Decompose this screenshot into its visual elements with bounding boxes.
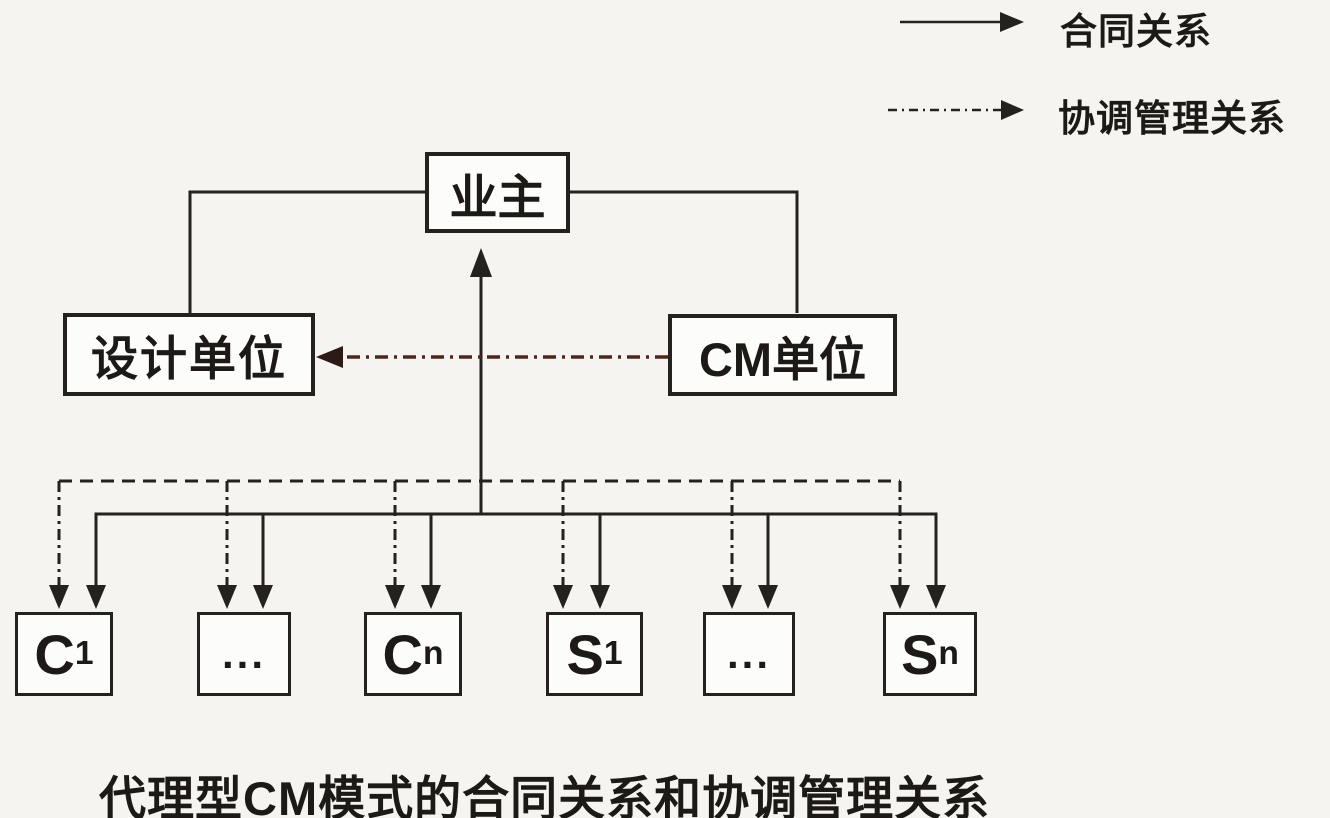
right-arrowhead-icon [1001,100,1024,120]
node-cn-subscript: n [422,635,444,672]
owner-design-contract-line [188,190,425,313]
down-arrowhead-icon [722,585,742,609]
down-arrowhead-icon [553,585,573,609]
node-s1-label: S [566,622,604,686]
down-arrowhead-icon [86,585,106,609]
down-arrowhead-icon [253,585,273,609]
right-arrowhead-icon [1000,12,1024,32]
down-arrowhead-icon [217,585,237,609]
owner-design-contract-path [188,190,425,313]
left-arrowhead-icon [316,346,343,368]
down-arrowhead-icon [926,585,946,609]
down-arrowhead-icon [421,585,441,609]
legend-contract-arrow [900,12,1024,32]
contractors-owner-contract-arrow [470,248,492,514]
owner-cm-contract-path [570,190,799,313]
node-owner: 业主 [425,152,570,233]
ellipsis-label: ... [221,630,266,677]
node-ellipsis-contractors: ... [197,612,291,696]
node-ellipsis-suppliers: ... [703,612,795,696]
down-arrowhead-icon [590,585,610,609]
legend-contract-label: 合同关系 [1060,11,1212,52]
node-cn-label: C [382,622,423,686]
cm-design-coordination-arrow [316,346,668,368]
node-sn-subscript: n [938,635,959,672]
down-arrowhead-icon [758,585,778,609]
down-arrowhead-icon [890,585,910,609]
node-c1-label: C [34,622,75,686]
coordination-distribution-network [49,479,910,609]
ellipsis-label: ... [726,630,771,677]
node-cm-unit-label: CM单位 [698,332,867,386]
node-design-unit: 设计单位 [63,313,315,396]
down-arrowhead-icon [385,585,405,609]
legend-coordination-label: 协调管理关系 [1058,98,1286,139]
up-arrowhead-icon [470,248,492,277]
owner-cm-contract-line [570,190,799,313]
node-s1-subscript: 1 [603,635,623,672]
node-cm-unit: CM单位 [668,314,897,396]
contract-distribution-network [86,512,946,609]
node-sn-label: S [901,622,939,686]
diagram-caption: 代理型CM模式的合同关系和协调管理关系 [99,772,991,818]
node-c1-subscript: 1 [74,635,94,672]
node-owner-label: 业主 [449,171,546,225]
node-design-unit-label: 设计单位 [91,332,287,385]
down-arrowhead-icon [49,585,69,609]
contract-bus-path [94,512,938,585]
legend-coordination-arrow [888,100,1024,120]
